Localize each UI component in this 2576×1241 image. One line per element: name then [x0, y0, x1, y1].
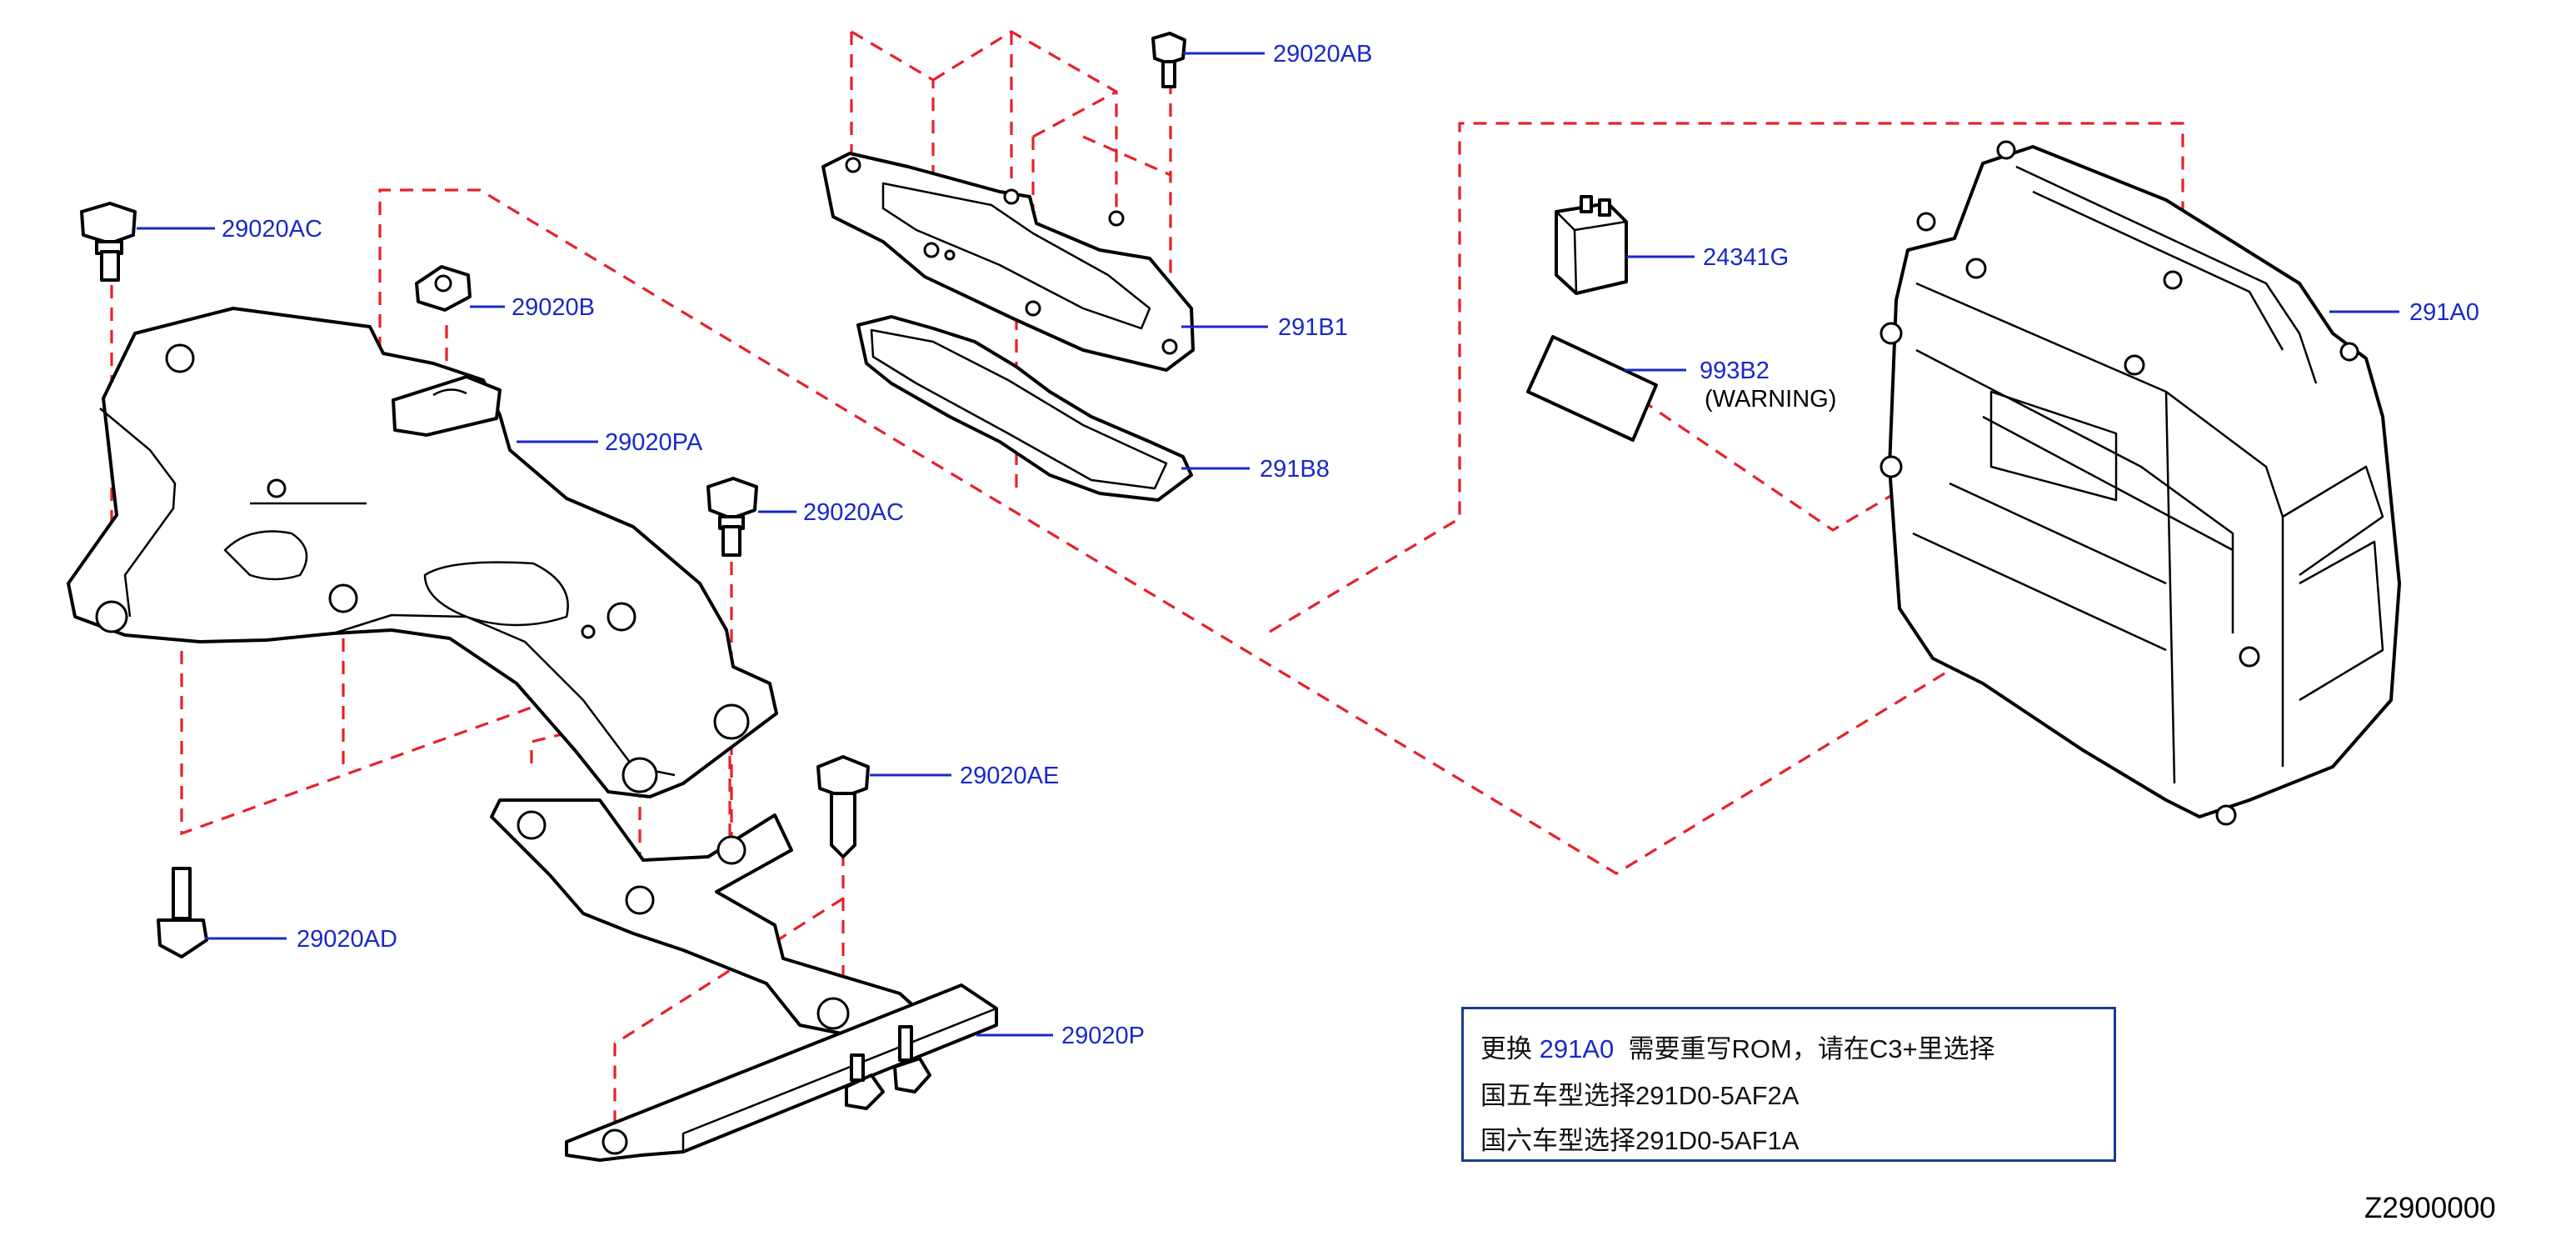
gasket-291b8 — [856, 315, 1193, 502]
drawing-code: Z2900000 — [2364, 1192, 2496, 1224]
label-993b2-warning: (WARNING) — [1705, 386, 1836, 413]
label-993b2: 993B2 — [1700, 358, 1770, 384]
bolt-29020ac-2 — [706, 477, 758, 557]
leader-lines — [137, 52, 2399, 1037]
note-line-3: 国六车型选择291D0-5AF1A — [1480, 1126, 1800, 1155]
lower-bracket — [490, 798, 918, 1035]
heat-shield-29020pa — [67, 307, 778, 798]
label-291b1: 291B1 — [1278, 314, 1348, 341]
label-29020p: 29020P — [1061, 1023, 1145, 1049]
bracket-29020p — [565, 983, 998, 1162]
warning-label-993b2 — [1526, 335, 1658, 442]
label-24341g: 24341G — [1703, 244, 1789, 271]
replacement-note-box: 更换 291A0 需要重写ROM，请在C3+里选择 国五车型选择291D0-5A… — [1461, 1007, 2116, 1162]
note-line-1-prefix: 更换 — [1480, 1034, 1540, 1063]
bolt-29020ab — [1151, 32, 1186, 88]
label-29020ae: 29020AE — [960, 763, 1059, 789]
label-29020ac-2: 29020AC — [803, 499, 904, 526]
label-29020ad: 29020AD — [297, 926, 397, 953]
label-29020pa: 29020PA — [605, 429, 703, 456]
inverter-291a0 — [1880, 140, 2401, 826]
note-line-1-part: 291A0 — [1539, 1034, 1615, 1063]
bolt-29020ae — [816, 755, 870, 858]
note-line-2: 国五车型选择291D0-5AF2A — [1480, 1081, 1800, 1110]
note-line-1: 更换 291A0 需要重写ROM，请在C3+里选择 — [1480, 1028, 1995, 1065]
label-29020ab: 29020AB — [1273, 41, 1372, 68]
note-line-1-suffix: 需要重写ROM，请在C3+里选择 — [1614, 1034, 1995, 1063]
cover-291b1 — [821, 152, 1195, 372]
nut-29020b — [415, 265, 472, 312]
label-29020b: 29020B — [512, 294, 595, 321]
relay-24341g — [1555, 195, 1628, 295]
bolt-29020ad — [157, 867, 208, 958]
label-29020ac-1: 29020AC — [222, 216, 322, 243]
part-labels: 29020AB 29020AC 29020B 29020PA 29020AC 2… — [222, 41, 2479, 1049]
bolt-29020ac-1 — [80, 202, 137, 282]
label-291b8: 291B8 — [1260, 456, 1330, 483]
stud-nut — [845, 1025, 931, 1110]
label-291a0: 291A0 — [2409, 299, 2479, 326]
